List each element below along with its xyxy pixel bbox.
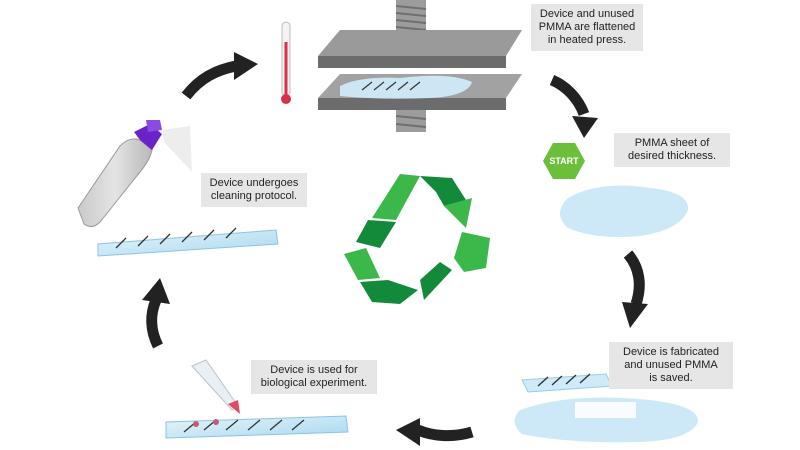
arrow-to-fabrication-icon (622, 302, 648, 328)
cycle-arrows (142, 52, 648, 446)
step-sheet-line-2: desired thickness. (627, 150, 717, 162)
step-experiment-line-2: biological experiment. (260, 377, 368, 389)
spray-bottle-icon (77, 120, 192, 228)
recycle-icon (344, 174, 490, 304)
start-badge-label: START (549, 156, 579, 166)
arrow-to-sheet-icon (572, 116, 598, 138)
start-badge-icon (543, 143, 585, 179)
pmma-sheet-icon (560, 185, 689, 237)
step-press-line-1: Device and unused (539, 8, 635, 20)
step-press-label: Device and unused PMMA are flattened in … (531, 4, 643, 51)
arrow-to-press-icon (234, 52, 258, 80)
step-press-line-3: in heated press. (547, 34, 627, 46)
step-fabrication-line-2: and unused PMMA (624, 359, 718, 371)
step-sheet-line-1: PMMA sheet of (634, 137, 710, 149)
step-cleaning-line-1: Device undergoes (209, 177, 299, 189)
fabricated-device-icon (514, 373, 699, 443)
arrow-to-cleaning-icon (142, 278, 170, 304)
step-experiment-label: Device is used for biological experiment… (251, 360, 377, 394)
step-experiment-line-1: Device is used for (270, 364, 358, 376)
heated-press-icon (318, 0, 522, 132)
step-fabrication-line-3: is saved. (649, 372, 693, 384)
step-fabrication-label: Device is fabricated and unused PMMA is … (609, 342, 733, 389)
cleaning-chip-icon (97, 227, 279, 257)
pipette-icon (191, 359, 240, 414)
thermometer-icon (281, 21, 291, 104)
step-press-line-2: PMMA are flattened (538, 21, 636, 33)
arrow-to-experiment-icon (396, 418, 420, 446)
step-cleaning-line-2: cleaning protocol. (210, 190, 298, 202)
microfluidic-chip-icon (165, 415, 349, 439)
step-sheet-label: PMMA sheet of desired thickness. (614, 133, 730, 167)
step-cleaning-label: Device undergoes cleaning protocol. (201, 173, 307, 207)
step-fabrication-line-1: Device is fabricated (623, 346, 719, 358)
